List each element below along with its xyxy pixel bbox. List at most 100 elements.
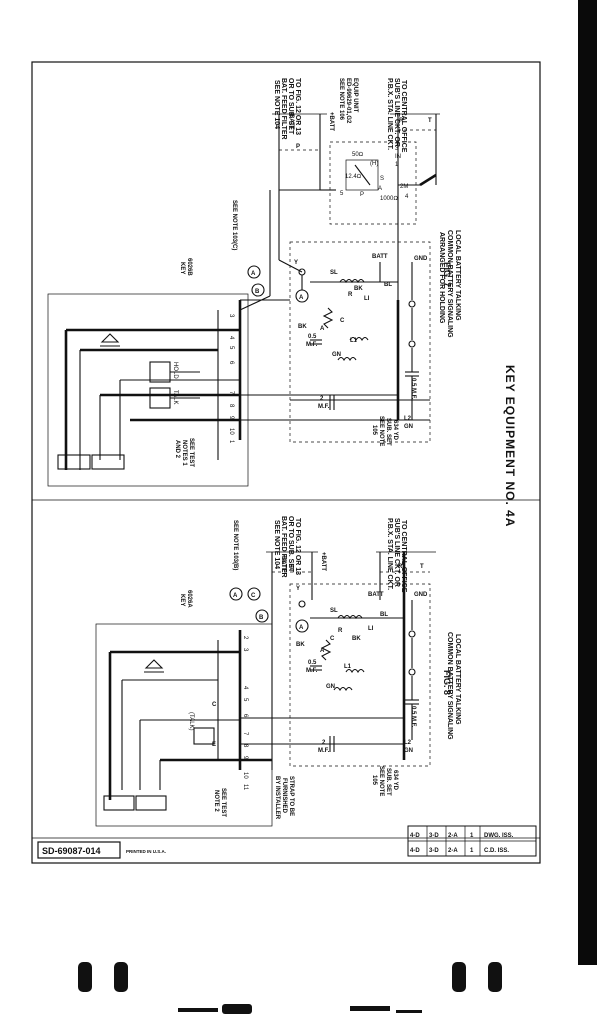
svg-text:8: 8	[228, 404, 234, 408]
fig7-note-bat-feed-4: SEE NOTE 104	[273, 80, 280, 129]
issue-cell: 4-D	[410, 848, 420, 854]
fig8-r2: R	[338, 628, 343, 634]
fig8-see-note-key: SEE NOTE 103(B)	[232, 520, 238, 570]
fig8-e-label: E	[212, 742, 216, 748]
fig8-gn: GN	[326, 684, 335, 690]
printed-in-usa: PRINTED IN U.S.A.	[126, 849, 166, 854]
fig7-relay-box	[329, 141, 417, 225]
fig8-note-bat-feed-2: OR TO SUB. SET	[287, 516, 294, 573]
fig8-strap-note-1: STRAP TO BE	[288, 776, 294, 816]
fig8-circle-c: C	[251, 593, 256, 599]
title-block: SD-69087-014 PRINTED IN U.S.A.	[32, 837, 540, 859]
fig8-subset-note-4: 105	[371, 775, 377, 786]
fig8-li: LI	[368, 626, 374, 632]
punch-marks	[78, 962, 502, 1014]
svg-text:7: 7	[228, 391, 234, 395]
fig7-relay-3: 3	[395, 146, 399, 152]
fig8-cap-mf: M.F.	[306, 668, 318, 674]
fig7-hold-label: HOLD	[172, 362, 178, 379]
fig8-subset-box	[289, 583, 431, 767]
fig7-note-bat-feed: TO FIG. 12 OR 13	[294, 78, 301, 135]
fig8-talk-label: (TALK)	[188, 712, 194, 731]
page-edge-shadow	[578, 0, 597, 1024]
fig8-circle-b: B	[259, 615, 264, 621]
fig7-batt-minus: -BATT	[288, 112, 294, 130]
svg-text:10: 10	[228, 428, 234, 435]
fig7-pin-numbers: 3 4 5 6 7 8 9 10 1	[228, 314, 234, 444]
figure-7: TO FIG. 12 OR 13 OR TO SUB. SET BAT. FEE…	[47, 78, 461, 487]
fig7-bk2: BK	[298, 324, 307, 330]
fig8-batt-minus: -BATT	[280, 554, 286, 572]
fig7-relay-2m: 2M	[400, 184, 408, 190]
fig8-cap2: 2	[322, 740, 326, 746]
fig7-key-name: 6026B	[186, 258, 192, 276]
fig7-cap-05: 0.5	[308, 334, 317, 340]
svg-text:6: 6	[242, 714, 248, 718]
fig7-note-co-2: SUB'S LINE CKT. OR	[393, 78, 400, 147]
fig8-batt-plus: +BATT	[320, 552, 326, 571]
fig7-r-lead: R	[399, 118, 404, 124]
fig7-subset-box	[289, 241, 431, 443]
fig8-subset-note-2: SUB. SET	[385, 768, 391, 796]
issue-cell: 2-A	[448, 833, 458, 839]
fig8-l2: L2	[404, 740, 412, 746]
fig7-note-bat-feed-2: OR TO SUB. SET	[287, 78, 294, 135]
fig8-note-bat-feed-1: TO FIG. 12 OR 13	[294, 518, 301, 575]
fig7-subset-note-4: 105	[371, 425, 377, 436]
fig7-circle-a2: A	[299, 295, 304, 301]
fig7-t-lead: T	[428, 118, 432, 124]
fig8-strap-note-3: BY INSTALLER	[274, 776, 280, 820]
fig8-pin-numbers: 2 3 4 5 6 7 8 9 10 11	[242, 636, 248, 791]
fig8-note-bat-feed-3: BAT. FEED FILTER	[280, 516, 287, 578]
fig8-bk2: BK	[296, 642, 305, 648]
fig7-subset-note-1: 634 YD	[392, 420, 398, 441]
fig7-equip-note-2: ED-99629-01,G2	[345, 78, 351, 124]
fig7-relay-s: S	[380, 176, 384, 182]
fig8-p-label: P	[290, 566, 294, 572]
svg-text:5: 5	[228, 346, 234, 350]
fig8-note-co-2: SUB'S LINE CKT. OR	[393, 518, 400, 587]
sheet-title: KEY EQUIPMENT NO. 4A	[503, 365, 517, 527]
figure-8: TO FIG. 12 OR 13 OR TO SUB. SET BAT. FEE…	[95, 516, 461, 827]
fig8-gnd: GND	[414, 592, 428, 598]
fig8-sl: SL	[330, 608, 338, 614]
fig7-equip-note-3: SEE NOTE 106	[338, 78, 344, 121]
fig8-circle-a2: A	[299, 625, 304, 631]
issue-table: 4-D 3-D 2-A 1 DWG. ISS. 4-D 3-D 2-A 1 C.…	[407, 825, 537, 857]
fig7-relay-124: 12.4Ω	[345, 174, 362, 180]
issue-label: DWG. ISS.	[484, 833, 514, 839]
fig8-key-box	[95, 623, 273, 827]
fig7-batt: BATT	[372, 254, 388, 260]
svg-text:9: 9	[242, 756, 248, 760]
fig8-batt: BATT	[368, 592, 384, 598]
fig7-note-co-3: P.B.X. STA. LINE CKT.	[386, 78, 393, 150]
fig7-relay-5: 5	[340, 191, 344, 197]
fig7-relay-1: 1	[395, 162, 399, 168]
fig7-relay-p: P	[360, 192, 364, 198]
fig8-test-note-2: NOTE 2	[213, 790, 219, 812]
fig7-c: C	[340, 318, 345, 324]
fig8-test-note-1: SEE TEST	[220, 788, 226, 817]
fig7-subtitle-3: ARRANGED FOR HOLDING	[438, 232, 445, 324]
svg-text:9: 9	[228, 416, 234, 420]
issue-cell: 3-D	[429, 848, 439, 854]
svg-text:5: 5	[242, 698, 248, 702]
fig7-key-box	[47, 293, 249, 487]
fig8-y: Y	[296, 586, 300, 592]
fig7-sl: SL	[330, 270, 338, 276]
svg-text:1: 1	[228, 440, 234, 444]
fig8-bl: BL	[380, 612, 388, 618]
fig8-key-name: 6026A	[186, 590, 192, 608]
fig7-equip-note-1: EQUIP UNIT	[352, 78, 358, 113]
fig8-mf05: 0.5 M.F.	[410, 706, 416, 728]
fig7-batt-plus: +BATT	[328, 112, 334, 131]
fig7-relay-a: A	[378, 186, 382, 192]
page-edge-shadow-low	[570, 965, 597, 1024]
fig8-c-label: C	[212, 702, 217, 708]
fig8-gn2: GN	[404, 748, 413, 754]
fig7-p-label: P	[296, 144, 300, 150]
fig7-relay-h: (H)	[370, 161, 378, 167]
issue-cell: 4-D	[410, 833, 420, 839]
fig7-relay-in: IN	[395, 154, 401, 160]
